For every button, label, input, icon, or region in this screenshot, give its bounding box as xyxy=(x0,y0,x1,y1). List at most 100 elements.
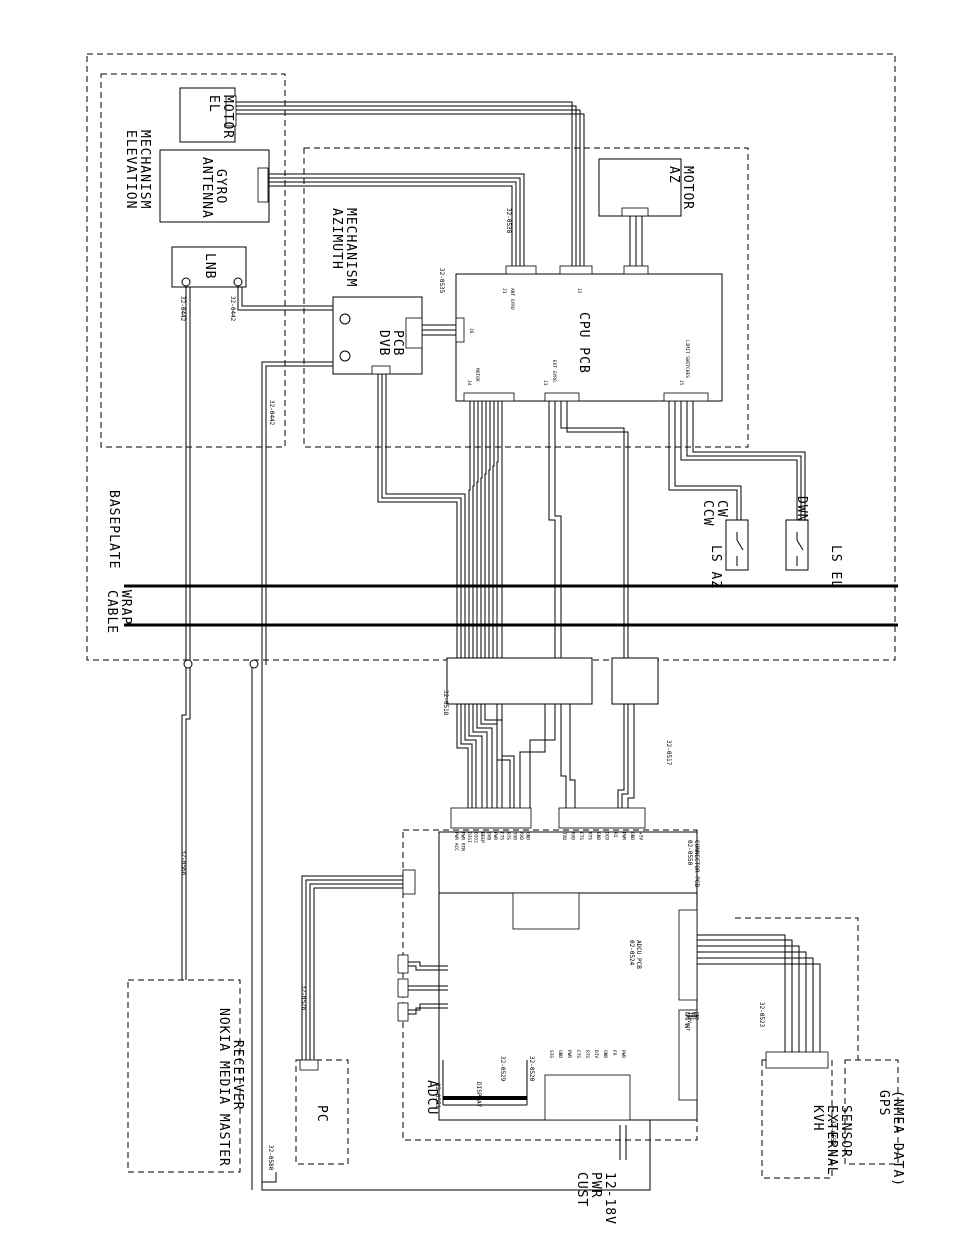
adcu-right-strip-2 xyxy=(678,1009,698,1101)
pin-label: TX+ xyxy=(688,1012,694,1020)
adcu-ribbon xyxy=(512,892,580,930)
el-motor-connector xyxy=(225,95,237,127)
el-motor-label: EL MOTOR xyxy=(206,95,235,139)
azimuth-mechanism-enclosure xyxy=(303,147,749,448)
hlr-block-box-2 xyxy=(611,657,659,705)
cable-label-32-0442-b: 32-0442 xyxy=(229,296,236,322)
cable-label-32-0442-c: 32-0442 xyxy=(268,400,275,426)
pin-label: GND xyxy=(557,1050,563,1058)
az-motor-box xyxy=(598,158,682,217)
connector-pcb-right-strip xyxy=(558,807,646,829)
display-label: DISPLAY xyxy=(475,1082,482,1108)
pin-label: RTS xyxy=(584,1050,590,1058)
pin-label: TX- xyxy=(689,1012,695,1020)
cpu-j6-connector xyxy=(455,317,465,343)
adcu-pcb-label: 02-0524 ADCU PCB xyxy=(628,940,642,969)
pc-connector xyxy=(299,1059,319,1071)
pin-label: GPS IN xyxy=(683,1012,689,1029)
cpu-j4-connector xyxy=(463,392,515,402)
pin-label: FR xyxy=(611,1050,617,1056)
pin-label: RI xyxy=(612,832,618,838)
pin-label: GND xyxy=(694,1012,700,1020)
azimuth-mechanism-label: AZIMUTH MECHANISM xyxy=(329,208,358,287)
cable-label-32-0538: 32-0538 xyxy=(505,208,512,234)
elevation-mechanism-label: ELEVATION MECHANISM xyxy=(123,130,152,218)
elevation-mechanism-enclosure xyxy=(100,73,286,448)
cust-pwr-label: CUST PWR 12-18V xyxy=(574,1172,617,1225)
pin-label: +5V xyxy=(638,832,644,840)
pin-label: DIV xyxy=(593,1050,599,1058)
baseplate-label: BASEPLATE xyxy=(106,490,121,569)
cable-wrap-label: CABLE WRAP xyxy=(104,590,133,643)
cpu-limit-switches-desc: LIMIT SWITCHES xyxy=(684,340,690,378)
cpu-j5-connector xyxy=(663,392,709,402)
cable-label-32-0523: 32-0523 xyxy=(758,1002,765,1028)
cpu-j1-label: J1 xyxy=(501,288,507,294)
pin-label: TXD xyxy=(512,832,518,840)
cable-label-32-0568: 32-0568 xyxy=(180,850,187,876)
pin-label: GPS OUT xyxy=(685,1012,691,1031)
pin-label: PWR ACC xyxy=(453,832,459,851)
pin-label: RX+ xyxy=(691,1012,697,1020)
cable-label-32-0529: 32-0529 xyxy=(499,1056,506,1082)
adcu-part-label: 02-0551 xyxy=(434,1083,441,1109)
nokia-label: NOKIA MEDIA MASTER RECEIVER xyxy=(216,1008,245,1176)
pin-label: RXD xyxy=(518,832,524,840)
adcu-power-term-3 xyxy=(397,1002,409,1022)
adcu-left-strip xyxy=(402,869,416,895)
cable-label-32-0520: 32-0520 xyxy=(528,1056,535,1082)
ls-el-dwn-label: DWN xyxy=(794,496,809,522)
dvb-j4-connector xyxy=(405,317,423,349)
cable-label-32-0518: 32-0518 xyxy=(442,690,449,716)
pin-label: BEEP xyxy=(479,832,485,843)
antenna-gyro-label: ANTENNA GYRO xyxy=(199,157,228,228)
pin-label: +12V xyxy=(686,1012,692,1023)
adcu-power-term-2 xyxy=(397,978,409,998)
cpu-az-connector xyxy=(623,265,649,275)
pin-label: CTS xyxy=(575,1050,581,1058)
connector-pcb-box xyxy=(438,831,698,894)
gps-enclosure xyxy=(844,1059,899,1165)
pin-label: PWR xyxy=(492,832,498,840)
cpu-j4-label: J4 xyxy=(466,380,472,386)
pin-label: TXD xyxy=(561,832,567,840)
nokia-receiver-enclosure xyxy=(127,979,241,1173)
gps-dashed-link xyxy=(735,917,859,1060)
cpu-j5-label: J5 xyxy=(678,380,684,386)
lnb-label: LNB xyxy=(202,253,217,279)
cpu-j6-label: J6 xyxy=(468,328,474,334)
baseplate-enclosure xyxy=(86,53,896,661)
pin-label: PWR RTN xyxy=(460,832,466,851)
pc-label: PC xyxy=(314,1105,329,1123)
adcu-label: ADCU xyxy=(424,1080,439,1115)
pin-label: RTS xyxy=(505,832,511,840)
pin-label: RX- xyxy=(692,1012,698,1020)
pin-label: PWR xyxy=(566,1050,572,1058)
connector-pcb-label: 02-0550 CONNECTOR PCB xyxy=(686,840,700,887)
pin-label: CTS xyxy=(499,832,505,840)
pin-label: RXD xyxy=(570,832,576,840)
pin-label: DIG2 xyxy=(473,832,479,843)
cable-label-32-0517: 32-0517 xyxy=(665,740,672,766)
pin-label: PWR xyxy=(620,1050,626,1058)
pin-label: DCD xyxy=(604,832,610,840)
hlr-block-box xyxy=(446,657,593,705)
cpu-j3-connector xyxy=(544,392,580,402)
cable-label-32-0553: 32-0553 xyxy=(829,1120,836,1146)
cable-label-32-0528: 32-0528 xyxy=(300,985,307,1011)
pin-label: CTS xyxy=(578,832,584,840)
pin-label: GND xyxy=(525,832,531,840)
ls-az-ccw-label: CCW xyxy=(700,500,715,526)
cpu-ext-gyro-desc: EXT GYRO xyxy=(551,360,557,382)
dvb-pcb-label: DVB PCB xyxy=(376,330,405,365)
cable-label-32-0580: 32-0580 xyxy=(267,1145,274,1171)
antenna-gyro-box xyxy=(159,149,270,223)
cable-label-32-0442-a: 32-0442 xyxy=(179,296,186,322)
cpu-j3-label: J3 xyxy=(542,380,548,386)
ls-el-label: LS EL xyxy=(828,545,843,589)
